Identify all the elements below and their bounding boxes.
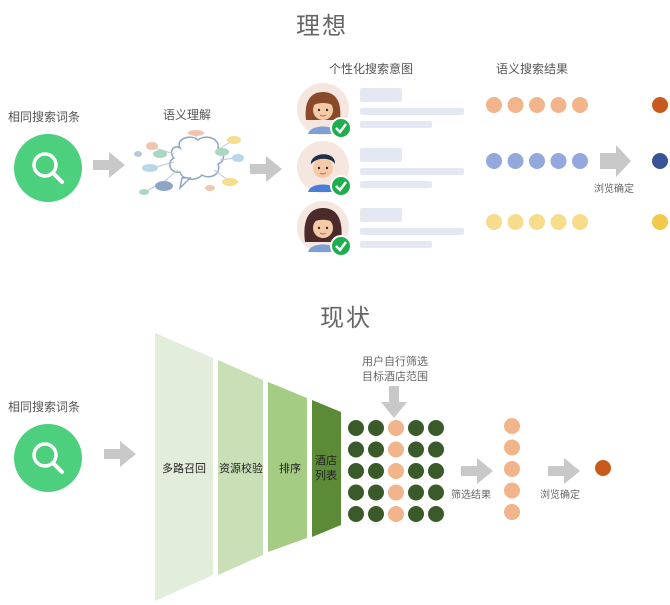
current-title: 现状 [320, 304, 372, 332]
stage-rank: 排序 [279, 462, 301, 475]
results-label: 语义搜索结果 [496, 62, 569, 76]
grid-dot [368, 420, 384, 436]
grid-dot [368, 463, 384, 479]
current-browse-label: 浏览确定 [540, 490, 580, 501]
avatar [297, 83, 352, 139]
grid-dot [408, 420, 424, 436]
result-dot [507, 153, 524, 169]
grid-dot [348, 420, 364, 436]
final-result-dot [652, 97, 668, 113]
arrow-right-icon [93, 152, 125, 178]
filtered-dot [504, 482, 520, 499]
final-result-dot [595, 460, 611, 476]
check-icon [330, 117, 352, 139]
result-dot [572, 97, 588, 113]
understanding-label: 语义理解 [163, 108, 212, 122]
final-result-dot [652, 214, 668, 230]
grid-dot [428, 441, 444, 458]
grid-dot [348, 484, 364, 501]
filtered-dot [504, 504, 520, 520]
result-dot [529, 97, 545, 113]
result-dot [486, 153, 502, 169]
grid-dot [368, 506, 384, 522]
arrow-right-icon [600, 145, 631, 177]
grid-dot [408, 441, 424, 458]
arrow-right-icon [461, 458, 493, 484]
stage-recall: 多路召回 [162, 462, 206, 475]
grid-dot [428, 420, 444, 436]
grid-dot [408, 484, 424, 501]
result-dot [550, 153, 567, 169]
result-dot [529, 153, 545, 169]
filtered-dot [504, 439, 520, 456]
result-dot [550, 214, 567, 230]
grid-dot [348, 506, 364, 522]
hotel-grid [348, 420, 444, 522]
result-dot [572, 214, 588, 230]
check-icon [330, 175, 352, 197]
intent-cards [360, 88, 464, 248]
grid-dot [428, 463, 444, 479]
avatar [297, 141, 352, 197]
ideal-query-label: 相同搜索词条 [8, 110, 81, 124]
result-dot [529, 214, 545, 230]
arrow-right-icon [250, 156, 282, 182]
brain-mindmap-icon [134, 130, 244, 195]
stage-validate: 资源校验 [219, 462, 263, 475]
user-filter-label: 用户自行筛选 目标酒店范围 [362, 355, 428, 383]
filtered-results [504, 418, 520, 520]
avatar [297, 201, 352, 257]
check-icon [330, 235, 352, 257]
result-dot [507, 214, 524, 230]
result-dot [572, 153, 588, 169]
grid-dot [428, 506, 444, 522]
grid-dot [388, 484, 404, 501]
result-dot [486, 97, 502, 113]
grid-dot [388, 506, 404, 522]
ideal-browse-label: 浏览确定 [594, 184, 634, 195]
grid-dot [408, 463, 424, 479]
grid-dot [368, 441, 384, 458]
search-icon [14, 134, 82, 202]
grid-dot [388, 420, 404, 436]
grid-dot [368, 484, 384, 501]
funnel [155, 333, 341, 601]
grid-dot [388, 463, 404, 479]
search-icon [14, 424, 82, 492]
grid-dot [348, 441, 364, 458]
arrow-down-icon [381, 386, 407, 418]
filtered-dot [504, 461, 520, 477]
result-dot [486, 214, 502, 230]
grid-dot [428, 484, 444, 501]
arrow-right-icon [548, 458, 580, 484]
arrow-right-icon [104, 441, 136, 467]
grid-dot [388, 441, 404, 458]
result-dot [507, 97, 524, 113]
ideal-title: 理想 [296, 12, 348, 40]
ideal-results [486, 97, 668, 230]
filtered-dot [504, 418, 520, 434]
stage-hotel-list: 酒店列表 [315, 454, 337, 482]
filter-result-label: 筛选结果 [451, 490, 491, 501]
current-query-label: 相同搜索词条 [8, 400, 81, 414]
grid-dot [408, 506, 424, 522]
result-dot [550, 97, 567, 113]
final-result-dot [652, 153, 668, 169]
intent-label: 个性化搜索意图 [329, 62, 414, 76]
grid-dot [348, 463, 364, 479]
